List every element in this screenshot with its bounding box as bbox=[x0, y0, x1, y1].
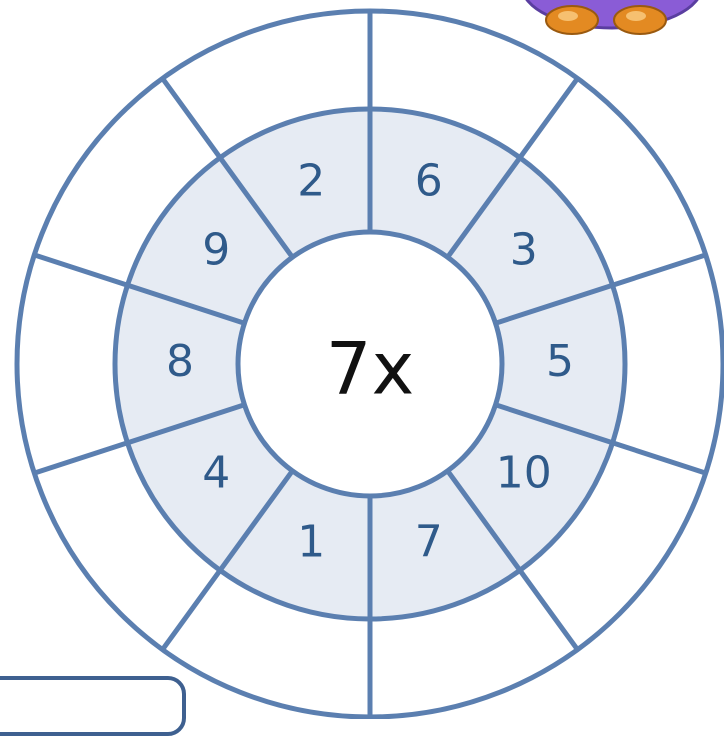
wheel-number: 1 bbox=[297, 517, 325, 568]
wheel-number: 10 bbox=[496, 448, 552, 499]
wheel-number: 6 bbox=[415, 155, 443, 206]
answer-box bbox=[0, 676, 186, 736]
wheel-number: 8 bbox=[166, 336, 194, 387]
wheel-number: 4 bbox=[202, 448, 230, 499]
center-label: 7x bbox=[326, 327, 414, 411]
wheel-number: 9 bbox=[202, 224, 230, 275]
times-table-wheel: 6 3 5 10 7 1 4 8 9 2 7x bbox=[0, 0, 724, 719]
wheel-number: 2 bbox=[297, 155, 325, 206]
wheel-number: 5 bbox=[546, 336, 574, 387]
creature-feet-icon bbox=[522, 0, 702, 34]
wheel-number: 7 bbox=[415, 517, 443, 568]
wheel-number: 3 bbox=[510, 224, 538, 275]
